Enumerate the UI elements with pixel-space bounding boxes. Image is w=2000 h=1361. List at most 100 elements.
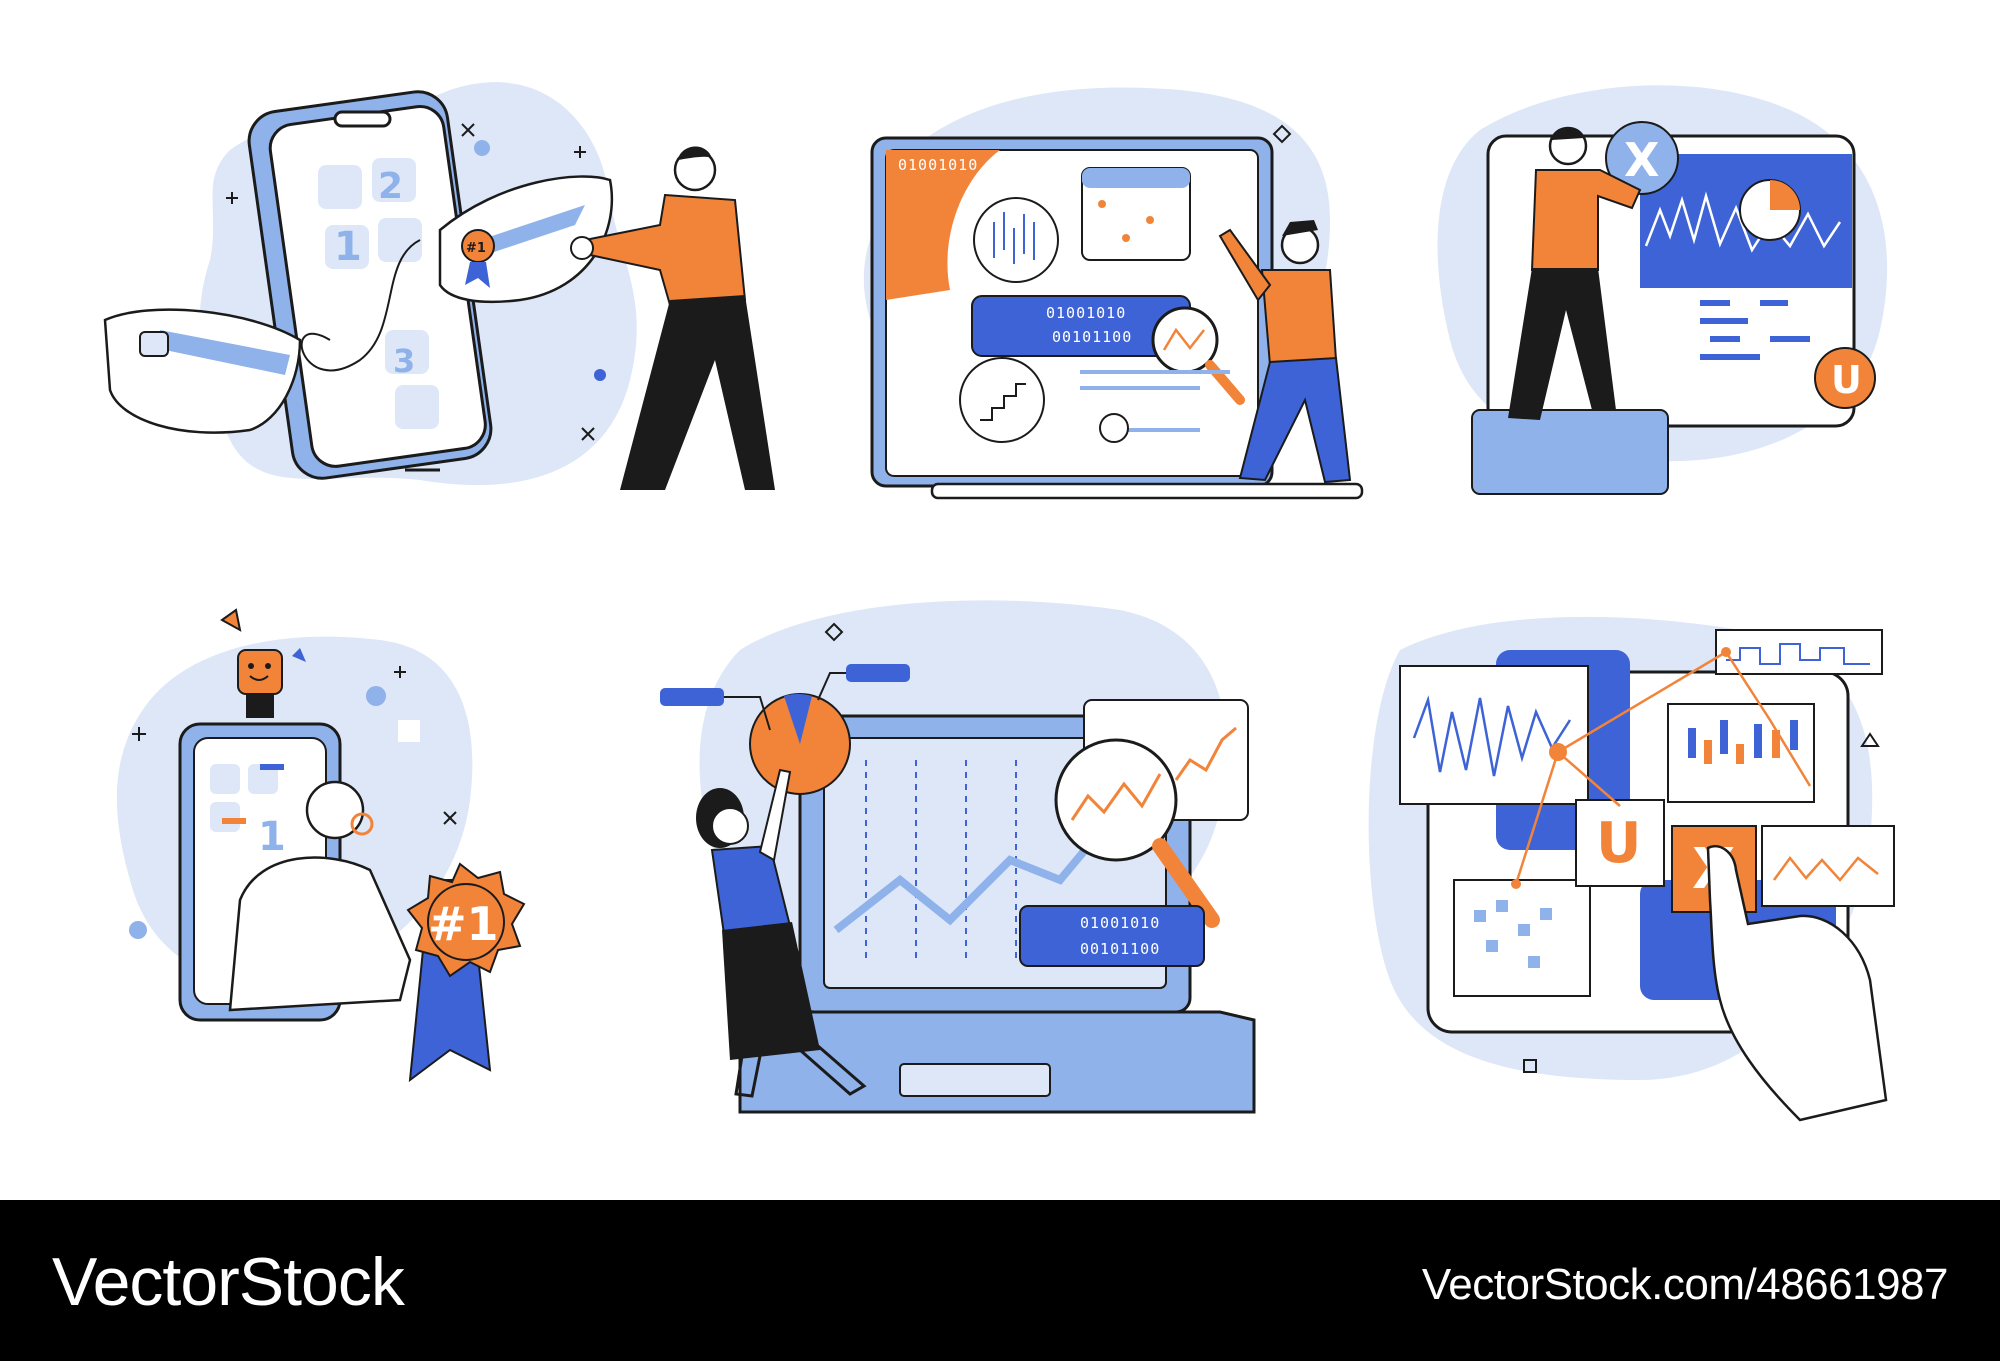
woman-arm-up: [758, 768, 792, 862]
man-hair: [678, 146, 712, 160]
man-trousers: [620, 295, 775, 490]
floor-panel: [1471, 409, 1669, 495]
ux-letter-u: U: [1831, 358, 1862, 402]
phone-orange-bar: [222, 818, 246, 824]
binary-line-2: 00101100: [1052, 328, 1132, 346]
chart-trend-line: [833, 817, 1114, 934]
badge-small-label: #1: [466, 241, 486, 256]
candlestick-marks: [1688, 720, 1798, 764]
watermark-footer: VectorStock VectorStock.com/48661987: [0, 1200, 2000, 1361]
woman-reaching: [696, 768, 867, 1098]
callout-label-top: [846, 664, 910, 682]
window-left-bar: [160, 330, 290, 375]
dot-decoration: [474, 140, 490, 156]
man-torso: [228, 856, 412, 1012]
tablet-bars: [1700, 300, 1810, 360]
phone-notch: [333, 110, 392, 128]
magnifier-lens: [1054, 738, 1178, 862]
ux-bubble-x: [1605, 121, 1679, 195]
connector-nodes: [1511, 647, 1731, 889]
small-zigzag-line: [1772, 855, 1879, 882]
magnifier-handle: [1152, 838, 1220, 928]
stair-chart-bubble: [959, 357, 1045, 443]
binary-line-1: 01001010: [1046, 304, 1126, 322]
man-with-hat: [1218, 220, 1352, 484]
laptop-trackpad: [899, 1063, 1051, 1097]
phone-app-grid: [210, 764, 278, 832]
magnifier-zigzag: [1162, 327, 1205, 351]
calendar-dots: [1098, 200, 1154, 242]
phone-app-grid: [318, 158, 439, 429]
callout-label-left: [660, 688, 724, 706]
sparkle-decorations: [226, 123, 595, 441]
man-hat: [1282, 220, 1318, 236]
candlestick-bubble: [973, 197, 1059, 283]
dot-decoration-blue: [129, 921, 147, 939]
scene-ux-tablet: X U: [1437, 85, 1888, 495]
phone-number-3: 3: [393, 342, 415, 380]
man-glasses: [350, 812, 374, 836]
binary-corner-text: 01001010: [898, 156, 978, 174]
stair-chart-line: [980, 383, 1026, 421]
man-shirt: [1260, 269, 1338, 367]
man-shirt: [583, 193, 747, 307]
wave-chart-card: [1399, 665, 1589, 805]
woman-legs: [734, 1044, 867, 1098]
illustration-canvas: 1 2 3 #1: [103, 82, 1895, 1122]
binary-panel: [1019, 905, 1205, 967]
ux-tile-letter-u: U: [1596, 811, 1641, 876]
robot-mascot-icon: [220, 608, 306, 718]
ux-letter-x: X: [1624, 133, 1659, 187]
tablet-zigzag-line: [1644, 191, 1842, 253]
step-chart-line: [1726, 643, 1870, 665]
man-trousers: [1508, 268, 1616, 420]
scene-phone-ranking: 1 2 3 #1: [103, 82, 775, 490]
square-decoration: [1523, 1059, 1537, 1073]
scene-ux-hand: U X: [1368, 616, 1895, 1122]
window-left-icon: [139, 331, 169, 357]
chart-card-line: [1174, 726, 1237, 781]
scene-laptop-chart: 01001010 00101100: [660, 600, 1256, 1114]
pixel-chart-blocks: [1474, 900, 1552, 968]
scene-phone-award: 1 #1: [116, 608, 526, 1083]
tablet-pie-slice: [1770, 180, 1800, 210]
diamond-decoration: [1272, 124, 1292, 144]
image-id-url: VectorStock.com/48661987: [1421, 1260, 1949, 1309]
diamond-decoration: [824, 622, 844, 642]
woman-skirt: [722, 922, 820, 1060]
hand-pointing: [1706, 845, 1888, 1122]
phone-number-1: 1: [258, 814, 286, 860]
square-decoration: [398, 720, 420, 742]
dot-decoration-blue: [594, 369, 606, 381]
phone-number-2: 2: [378, 166, 403, 207]
dot-decoration: [366, 686, 386, 706]
node-circle: [1099, 413, 1129, 443]
window-connector-line: [300, 239, 421, 372]
man-hair: [1552, 126, 1584, 140]
badge-ribbon-icon: #1: [461, 229, 495, 288]
pie-slice: [784, 694, 812, 744]
phone-number-1: 1: [334, 224, 362, 270]
sparkle-decorations: [132, 666, 457, 825]
magnifier-wave: [1070, 773, 1162, 821]
man-holding-x: [1508, 126, 1642, 420]
phone-blue-bar: [260, 764, 284, 770]
man-standing: [570, 146, 775, 490]
man-hand: [570, 236, 594, 260]
pixel-chart-card: [1453, 879, 1591, 997]
callout-lines: [724, 672, 846, 731]
ux-bubble-u: [1814, 347, 1876, 409]
scene-laptop-analysis: 01001010 01001010 00101100: [863, 87, 1364, 500]
wave-chart-line: [1412, 695, 1572, 777]
man-head: [305, 780, 365, 840]
woman-face: [711, 807, 749, 845]
binary-line-2: 00101100: [1080, 940, 1160, 958]
ux-tile-u: [1575, 799, 1665, 887]
bald-man: [228, 780, 412, 1012]
calendar-header: [1082, 168, 1190, 188]
award-badge-label: #1: [428, 897, 499, 951]
man-trousers: [1238, 356, 1352, 484]
laptop-screen-orange-corner: [886, 150, 1000, 300]
vectorstock-logo-text: VectorStock: [52, 1244, 405, 1320]
